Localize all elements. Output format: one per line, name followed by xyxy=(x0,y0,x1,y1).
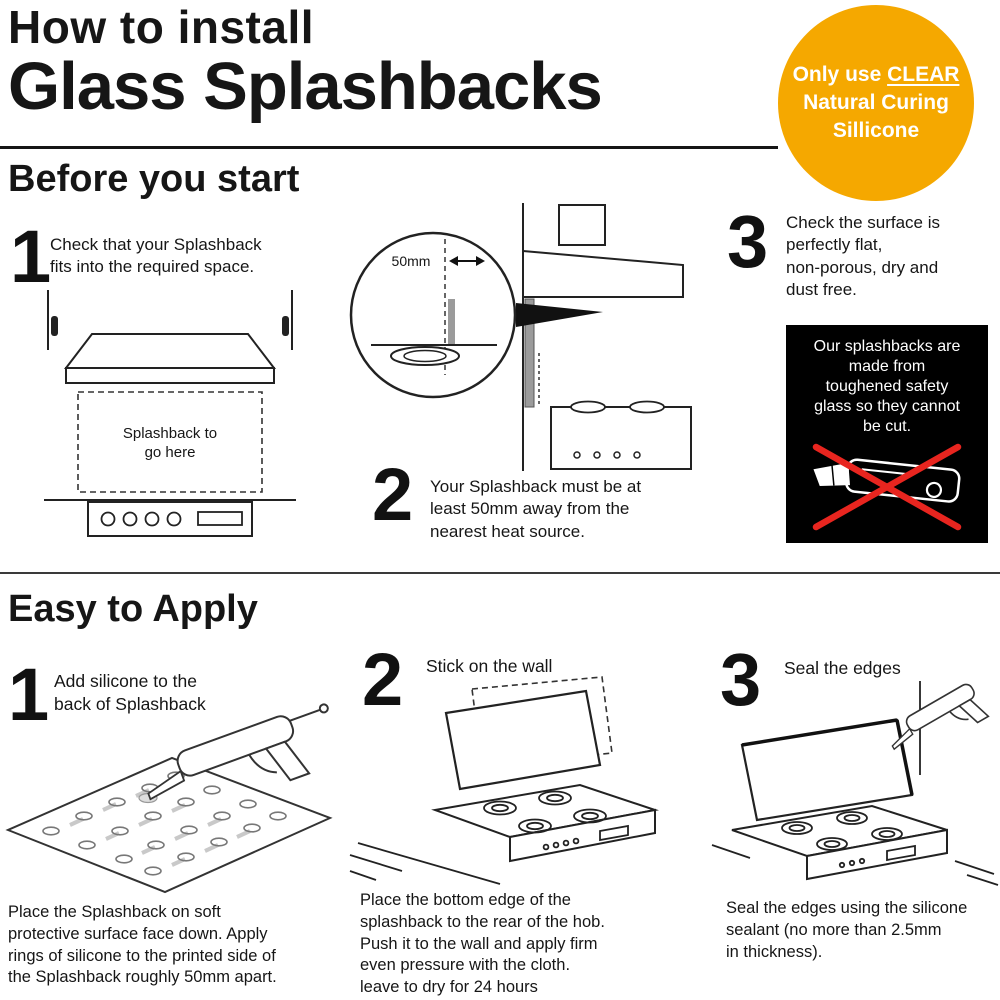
before-step-3-number: 3 xyxy=(727,200,769,283)
apply-step-2-title: Stick on the wall xyxy=(426,656,553,676)
diagram-heat-distance: 50mm xyxy=(349,203,692,471)
warning-box-text: Our splashbacks are made from toughened … xyxy=(813,338,961,435)
silicone-badge: Only use CLEAR Natural Curing Sillicone xyxy=(778,5,974,201)
apply-step-1-title: Add silicone to the back of Splashback xyxy=(54,671,206,714)
red-cross-icon xyxy=(812,443,962,531)
section-divider xyxy=(0,572,1000,574)
badge-prefix: Only use xyxy=(792,63,888,87)
diagram-apply-silicone xyxy=(5,703,333,894)
caulk-gun-icon xyxy=(147,703,329,801)
apply-step-2-caption: Place the bottom edge of the splashback … xyxy=(360,891,605,997)
apply-step-3-number: 3 xyxy=(720,638,762,721)
utility-knife-icon xyxy=(812,443,962,531)
badge-line3: Sillicone xyxy=(832,118,920,142)
badge-clear-underlined: CLEAR xyxy=(887,63,960,87)
diagram2-measure-label: 50mm xyxy=(392,253,431,269)
apply-step-2-number: 2 xyxy=(362,638,404,721)
title-divider xyxy=(0,146,778,149)
before-step-2-number: 2 xyxy=(372,453,414,536)
before-step-2-text: Your Splashback must be at least 50mm aw… xyxy=(430,477,642,541)
caulk-gun-icon-small xyxy=(891,683,990,751)
before-step-1-number: 1 xyxy=(10,215,52,298)
before-step-3-text: Check the surface is perfectly flat, non… xyxy=(786,213,941,300)
section-heading-before: Before you start xyxy=(8,158,300,200)
diagram1-label-line2: go here xyxy=(145,444,196,461)
warning-box: Our splashbacks are made from toughened … xyxy=(786,325,988,543)
apply-step-1-number: 1 xyxy=(8,653,50,736)
diagram-seal-edges xyxy=(711,681,999,886)
diagram-stick-wall xyxy=(349,676,659,885)
page-title-line2: Glass Splashbacks xyxy=(8,49,603,124)
silicone-badge-text: Only use CLEAR Natural Curing Sillicone xyxy=(793,61,960,144)
apply-step-3-title: Seal the edges xyxy=(784,658,901,678)
diagram-fit-check: Splashback to go here xyxy=(44,290,296,537)
page-title-line1: How to install xyxy=(8,1,314,53)
apply-step-3-caption: Seal the edges using the silicone sealan… xyxy=(726,899,968,961)
before-step-1-text: Check that your Splashback fits into the… xyxy=(50,235,262,277)
apply-step-1-caption: Place the Splashback on soft protective … xyxy=(8,903,277,987)
diagram1-label-line1: Splashback to xyxy=(123,425,217,442)
section-heading-apply: Easy to Apply xyxy=(8,588,258,630)
badge-line2: Natural Curing xyxy=(803,91,949,115)
